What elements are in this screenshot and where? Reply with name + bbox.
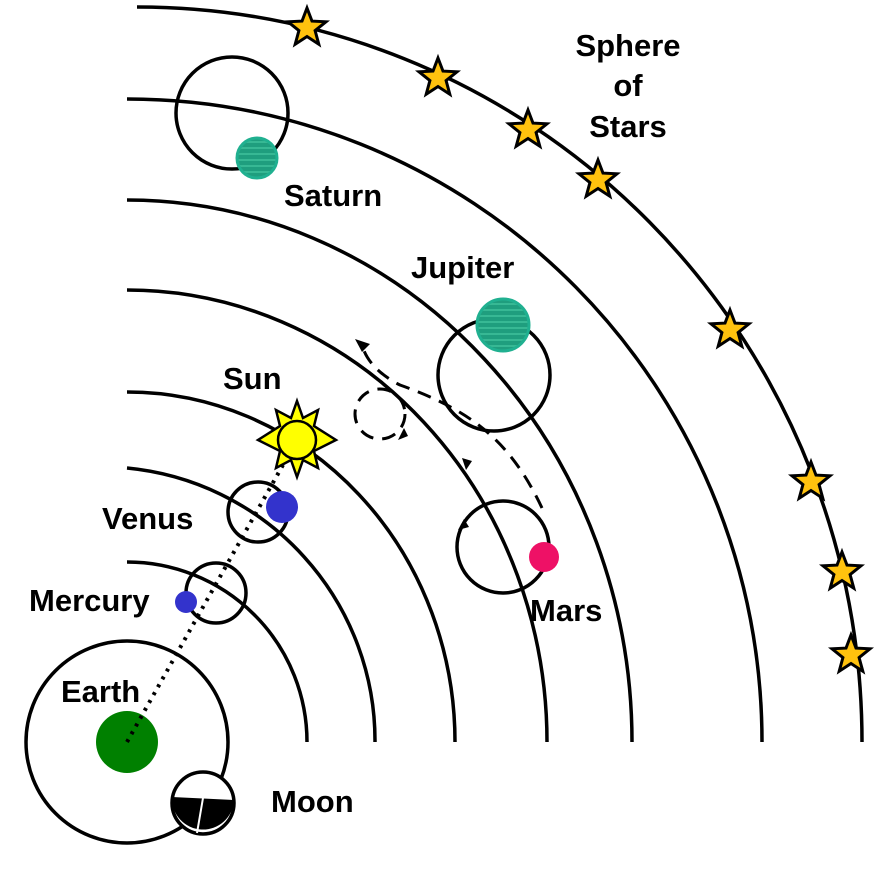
venus-icon	[266, 491, 298, 523]
saturn-icon	[235, 136, 279, 180]
star-group	[283, 3, 875, 675]
retrograde-path	[353, 339, 544, 530]
orbit-jupiter	[126, 198, 634, 743]
label-saturn: Saturn	[284, 178, 382, 213]
label-earth: Earth	[61, 674, 140, 709]
orbit-venus	[126, 466, 377, 743]
moon-icon	[170, 770, 236, 836]
jupiter-icon	[475, 297, 531, 353]
orbit-saturn	[126, 97, 764, 743]
star-icon	[574, 155, 622, 200]
star-icon	[706, 305, 754, 350]
label-mercury: Mercury	[29, 583, 150, 618]
label-sun: Sun	[223, 361, 282, 396]
saturn-epicycle	[174, 55, 290, 171]
label-venus: Venus	[102, 501, 193, 536]
arrowhead-icon	[355, 339, 370, 352]
arrowhead-icon	[462, 458, 472, 470]
label-sphere-line3: Stars	[589, 109, 667, 144]
star-icon	[504, 105, 552, 150]
orbit-mars	[126, 288, 549, 743]
arrowhead-icon	[458, 519, 469, 530]
star-icon	[283, 3, 331, 48]
star-icon	[414, 53, 462, 98]
mercury-icon	[175, 591, 197, 613]
label-mars: Mars	[530, 593, 602, 628]
star-icon	[818, 547, 866, 592]
star-icon	[827, 630, 875, 675]
mercury-epicycle	[184, 561, 248, 625]
sun-icon	[255, 397, 339, 481]
arrowhead-icon	[398, 428, 408, 440]
earth-epicycle	[24, 639, 230, 845]
earth-sun-dotted-line	[125, 439, 299, 743]
label-sphere-line1: Sphere	[575, 28, 680, 63]
label-sphere-line2: of	[613, 68, 643, 103]
label-moon: Moon	[271, 784, 354, 819]
mars-icon	[529, 542, 559, 572]
label-jupiter: Jupiter	[411, 250, 514, 285]
star-icon	[787, 457, 835, 502]
orbit-sun	[126, 390, 457, 743]
orbit-mercury	[126, 560, 309, 743]
